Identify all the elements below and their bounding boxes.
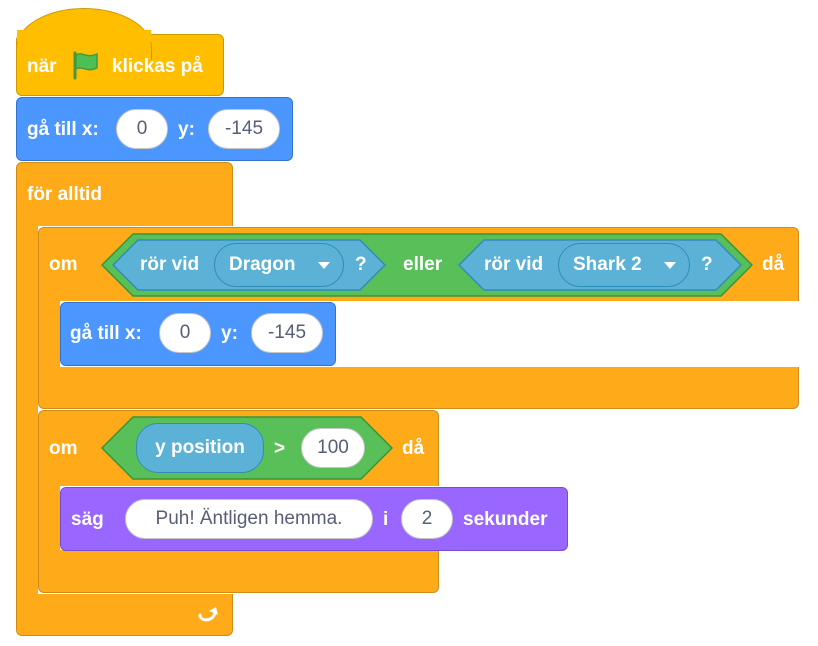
greater-than-label: >	[274, 438, 286, 459]
loop-arrow-icon	[198, 607, 218, 622]
then-label-2: då	[402, 438, 425, 459]
go-to-label: gå till x:	[27, 119, 99, 140]
go-to-label-2: gå till x:	[70, 323, 142, 344]
touching-label-2: rör vid	[484, 254, 544, 275]
if-label-2: om	[49, 438, 78, 459]
if-block-1-foot	[38, 367, 799, 409]
forever-block[interactable]	[16, 162, 233, 226]
touching-q-2: ?	[701, 254, 713, 275]
then-label-1: då	[762, 254, 785, 275]
y-label: y:	[178, 119, 195, 140]
touching-dropdown-shark[interactable]: Shark 2	[558, 243, 690, 287]
chevron-down-icon	[318, 262, 330, 269]
for-label: i	[383, 509, 389, 530]
forever-label: för alltid	[27, 184, 102, 205]
touching-label-1: rör vid	[140, 254, 200, 275]
say-label: säg	[71, 509, 104, 530]
seconds-label: sekunder	[463, 509, 548, 530]
message-input[interactable]: Puh! Äntligen hemma.	[125, 499, 373, 539]
touching-dropdown-dragon[interactable]: Dragon	[214, 243, 344, 287]
comparison-value-input[interactable]: 100	[301, 428, 365, 468]
forever-arm	[16, 225, 38, 595]
touching-q-1: ?	[355, 254, 367, 275]
if-block-2-foot	[38, 550, 439, 593]
hat-label-clicked: klickas på	[112, 56, 203, 77]
dropdown-value-shark: Shark 2	[573, 254, 642, 275]
or-label: eller	[403, 254, 443, 275]
y-label-2: y:	[221, 323, 238, 344]
x-input[interactable]: 0	[116, 109, 168, 149]
y-position-reporter[interactable]: y position	[136, 423, 264, 473]
hat-cap-fill	[17, 30, 151, 42]
forever-foot	[16, 594, 233, 636]
seconds-input[interactable]: 2	[401, 499, 453, 539]
y-input[interactable]: -145	[208, 109, 280, 149]
if-label-1: om	[49, 254, 78, 275]
dropdown-value-dragon: Dragon	[229, 254, 296, 275]
if-block-2-arm	[38, 485, 60, 551]
chevron-down-icon	[664, 262, 676, 269]
y-input-2[interactable]: -145	[251, 313, 323, 353]
hat-label-when: när	[27, 56, 57, 77]
green-flag-icon[interactable]	[71, 50, 101, 80]
if-block-1-arm	[38, 300, 60, 368]
x-input-2[interactable]: 0	[159, 313, 211, 353]
